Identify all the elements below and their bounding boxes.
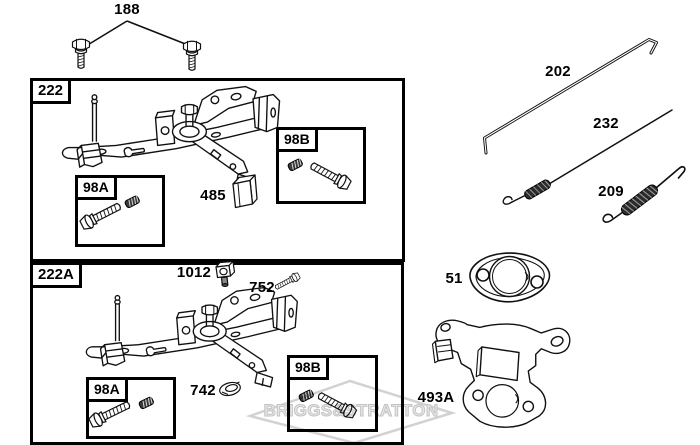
panel-222: 222 98A 98B	[30, 78, 405, 262]
callout-188: 188	[114, 1, 140, 18]
callout-51: 51	[445, 270, 463, 287]
callout-232: 232	[593, 115, 619, 132]
callout-742: 742	[190, 382, 216, 399]
callout-209: 209	[598, 183, 624, 200]
inset-98b-lower: 98B	[287, 355, 378, 432]
hex-bolt-icon	[71, 38, 91, 69]
inset-98a-upper: 98A	[75, 175, 165, 247]
panel-222-label: 222	[30, 78, 72, 104]
inset-98a-upper-label: 98A	[75, 175, 117, 200]
inset-98a-lower-label: 98A	[86, 377, 128, 402]
panel-222a-label: 222A	[30, 262, 82, 288]
callout-752: 752	[249, 279, 275, 296]
callout-188-lines	[85, 20, 189, 47]
inset-98b-upper-label: 98B	[276, 127, 318, 152]
link-rod-202-drawing	[483, 38, 658, 155]
gasket-51-drawing	[469, 252, 551, 303]
panel-222a: 222A 98A 98B	[30, 262, 404, 445]
hex-bolt-icon	[182, 40, 202, 71]
inset-98b-upper: 98B	[276, 127, 366, 204]
inset-98a-lower: 98A	[86, 377, 176, 439]
callout-485: 485	[200, 187, 226, 204]
callout-202: 202	[545, 63, 571, 80]
inset-98b-lower-label: 98B	[287, 355, 329, 380]
callout-1012: 1012	[176, 264, 212, 281]
callout-493a: 493A	[417, 389, 455, 406]
bracket-493a-drawing	[431, 319, 571, 428]
